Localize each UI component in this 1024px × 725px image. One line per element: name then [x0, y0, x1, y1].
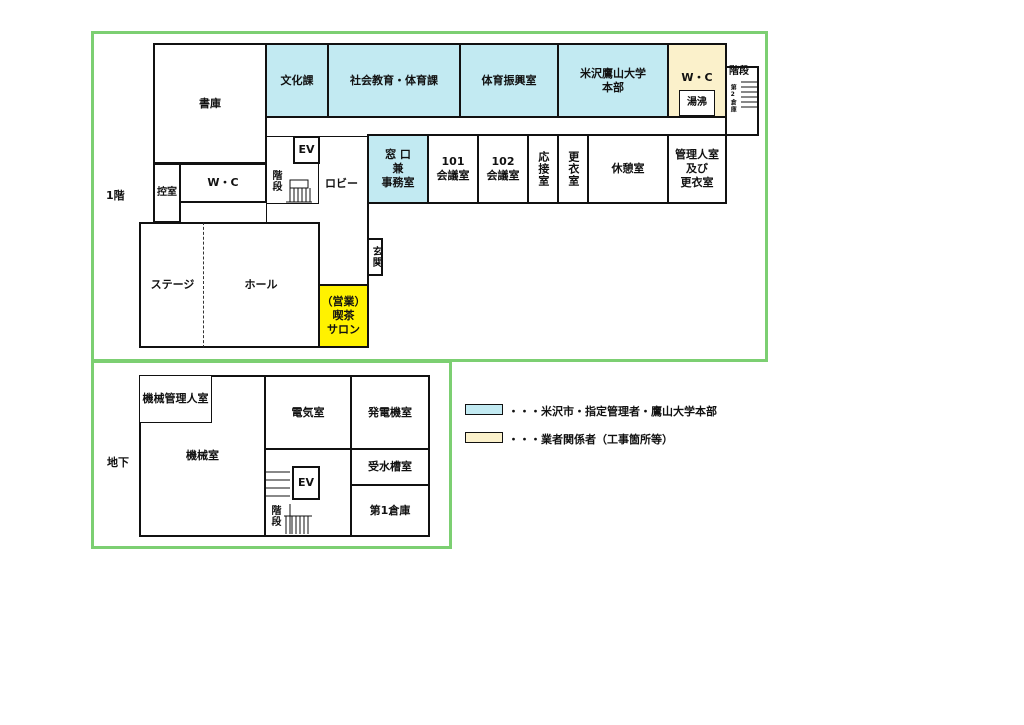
room-ev-b1: EV: [292, 466, 320, 500]
room-yuwakashi: 湯沸: [679, 90, 715, 116]
room-hatsuden: 発電機室: [350, 375, 430, 450]
legend-text-blue: ・・・米沢市・指定管理者・鷹山大学本部: [508, 405, 717, 418]
room-kanri: 管理人室 及び 更衣室: [667, 134, 727, 204]
room-kaigi-101: 101 会議室: [427, 134, 479, 204]
room-yonezawa-honbu: 米沢鷹山大学 本部: [557, 43, 669, 118]
room-kissa: （営業） 喫茶 サロン: [318, 284, 369, 348]
lobby-label: ロビー: [325, 177, 358, 190]
room-taiiku-shinko: 体育振興室: [459, 43, 559, 118]
kaidan-mid-label: 階段: [270, 170, 281, 192]
stair-wall-v: [266, 164, 267, 222]
room-hikae: 控室: [153, 163, 181, 223]
room-kyukei: 休憩室: [587, 134, 669, 204]
legend-swatch-beige: [465, 432, 503, 443]
legend-text-beige: ・・・業者関係者（工事箇所等）: [508, 433, 673, 446]
room-hall: ホール: [203, 222, 320, 348]
room-stage: ステージ: [139, 222, 206, 348]
room-koui: 更衣室: [557, 134, 589, 204]
kaidan-top-sub-label: 第2倉庫: [729, 84, 737, 113]
kaidan-b1-label: 階段: [269, 505, 280, 527]
stairs-b1-icon: [266, 471, 312, 534]
room-wc-mid: W・C: [179, 163, 267, 203]
room-ev-f1: EV: [293, 136, 320, 164]
room-madoguchi: 窓 口 兼 事務室: [367, 134, 429, 204]
basement-label: 地下: [107, 456, 129, 469]
room-osetsu: 応接室: [527, 134, 559, 204]
stair-wall-h: [266, 203, 318, 204]
legend-swatch-blue: [465, 404, 503, 415]
room-bunka: 文化課: [265, 43, 329, 118]
room-souko1: 第1倉庫: [350, 484, 430, 537]
stairs-top-icon: [741, 81, 757, 108]
basement-frame: [91, 360, 452, 549]
room-kikai-kanri: 機械管理人室: [140, 376, 212, 423]
room-kaidan-top: [725, 66, 759, 136]
room-genkan: 玄関: [367, 238, 383, 276]
stairs-mid-icon: [286, 179, 312, 203]
room-kaigi-102: 102 会議室: [477, 134, 529, 204]
room-shoko: 書庫: [153, 43, 267, 164]
corridor-line-right: [727, 134, 759, 135]
room-shakai: 社会教育・体育課: [327, 43, 461, 118]
room-denki: 電気室: [264, 375, 352, 450]
floor1-label: 1階: [106, 189, 125, 202]
room-jusui: 受水槽室: [350, 448, 430, 486]
stair-wall-v2: [318, 164, 319, 204]
kaidan-top-label: 階段: [729, 66, 749, 77]
